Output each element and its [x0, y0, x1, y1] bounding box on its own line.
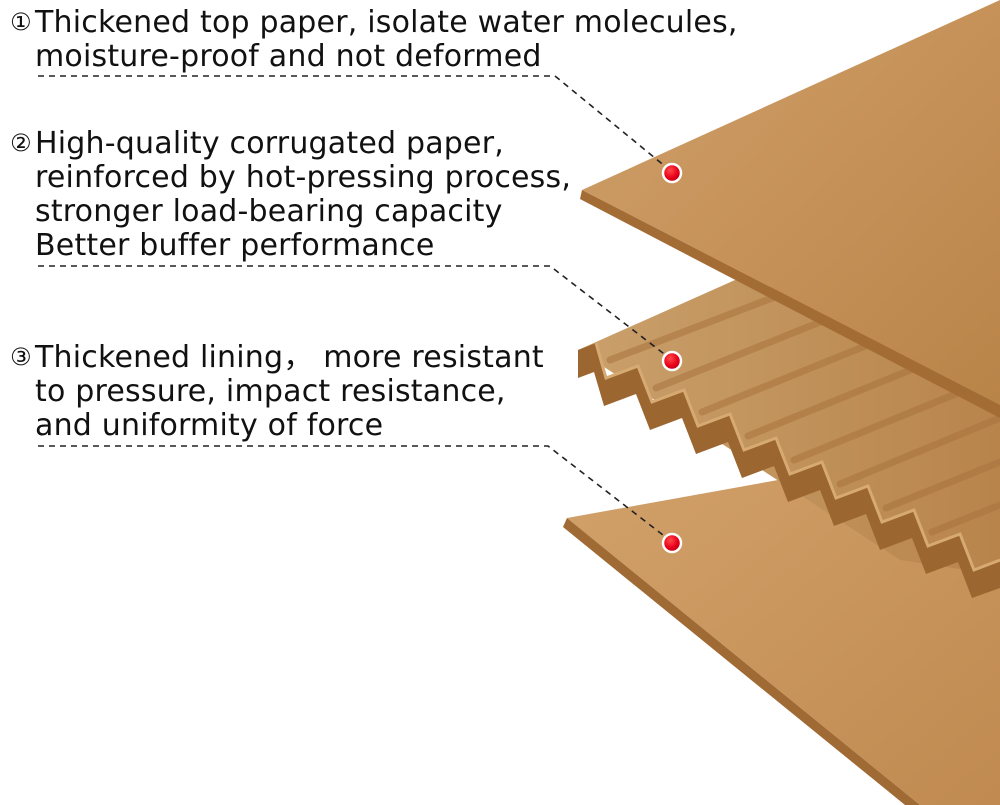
callout-text-line: Better buffer performance [10, 229, 571, 263]
callout-text-line: stronger load-bearing capacity [10, 195, 571, 229]
callout-number: ① [10, 5, 35, 39]
callout-text-line: moisture-proof and not deformed [10, 40, 738, 74]
callout-text-line: reinforced by hot-pressing process, [10, 161, 571, 195]
callout-number: ③ [10, 340, 35, 374]
callout-text-line: and uniformity of force [10, 409, 544, 443]
callout-2-marker-dot [663, 352, 681, 370]
callout-1-marker-dot [663, 164, 681, 182]
callout-text-line: to pressure, impact resistance, [10, 375, 544, 409]
callout-3-marker-dot [663, 534, 681, 552]
callout-number: ② [10, 126, 35, 160]
callout-text-line: High-quality corrugated paper, [35, 126, 504, 161]
callout-text-line: Thickened lining， more resistant [35, 340, 544, 375]
callout-text-line: Thickened top paper, isolate water molec… [35, 5, 738, 40]
